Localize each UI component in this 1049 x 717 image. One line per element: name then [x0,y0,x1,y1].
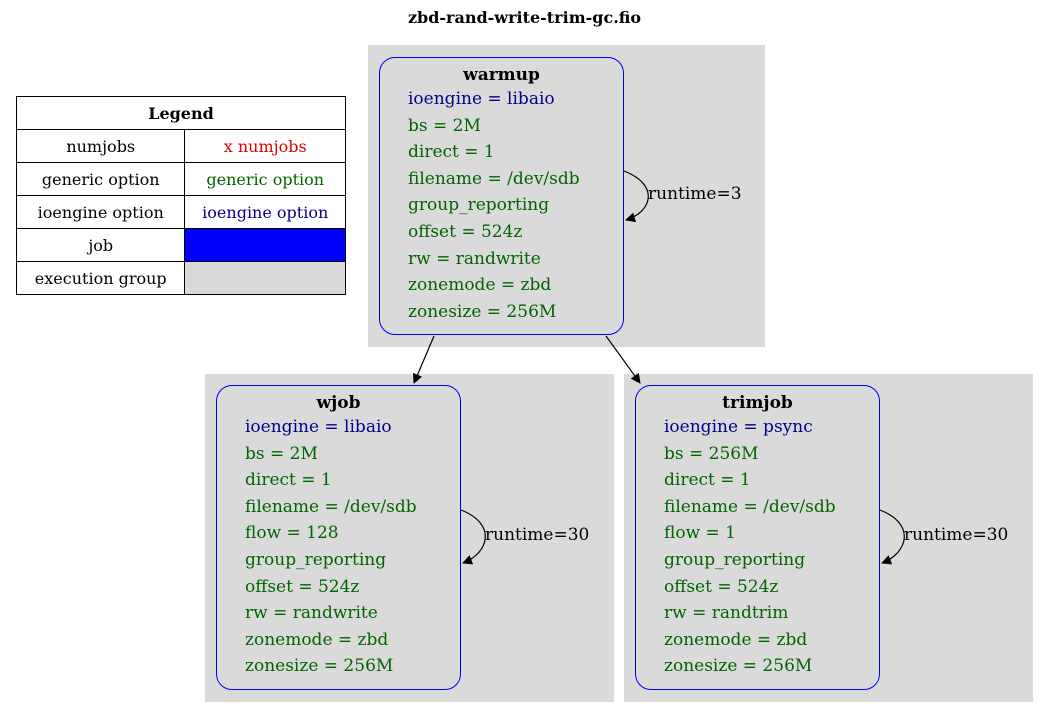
job-option: zonemode = zbd [245,629,389,650]
legend-sample-generic: generic option [184,162,346,196]
job-option: zonesize = 256M [245,656,394,677]
job-ioengine: ioengine = libaio [245,417,392,437]
job-option: bs = 256M [664,443,759,464]
job-name: trimjob [722,393,793,413]
job-name: wjob [316,393,361,413]
diagram-title: zbd-rand-write-trim-gc.fio [407,8,642,27]
job-option: group_reporting [408,195,550,216]
runtime-label-trimjob: runtime=30 [904,525,1009,545]
legend-row: generic option generic option [15,162,346,196]
job-option: filename = /dev/sdb [408,168,580,189]
legend-sample-numjobs: x numjobs [184,129,346,163]
job-option: offset = 524z [408,221,523,242]
legend-swatch-execution-group [184,261,346,295]
job-option: zonesize = 256M [408,301,557,322]
job-option: direct = 1 [408,142,495,163]
job-option: rw = randwrite [245,603,378,624]
job-option: zonemode = zbd [664,629,808,650]
job-option: group_reporting [664,549,806,570]
job-option: direct = 1 [245,470,332,491]
legend-row: ioengine option ioengine option [15,195,346,229]
job-node-wjob[interactable]: wjob ioengine = libaio bs = 2M direct = … [216,385,461,690]
legend-row: numjobs x numjobs [15,129,346,163]
job-option: bs = 2M [245,443,318,464]
legend-label-execution-group: execution group [15,261,186,295]
job-option: rw = randtrim [664,603,789,624]
job-node-warmup[interactable]: warmup ioengine = libaio bs = 2M direct … [379,57,624,335]
legend-label-ioengine: ioengine option [15,195,186,229]
job-ioengine: ioengine = libaio [408,89,555,109]
job-option: zonemode = zbd [408,275,552,296]
legend-sample-ioengine: ioengine option [184,195,346,229]
legend-label-generic: generic option [15,162,186,196]
job-option: zonesize = 256M [664,656,813,677]
runtime-label-wjob: runtime=30 [485,525,590,545]
job-name: warmup [463,65,540,85]
job-option: group_reporting [245,549,387,570]
job-option: flow = 128 [245,523,339,544]
legend-row: execution group [15,261,346,295]
legend-swatch-job [184,228,346,262]
job-option: filename = /dev/sdb [245,496,417,517]
job-option: filename = /dev/sdb [664,496,836,517]
legend-table: Legend numjobs x numjobs generic option … [15,96,346,295]
job-option: offset = 524z [245,576,360,597]
job-option: offset = 524z [664,576,779,597]
job-option: direct = 1 [664,470,751,491]
job-ioengine: ioengine = psync [664,417,813,437]
job-option: flow = 1 [664,523,736,544]
job-option: bs = 2M [408,115,481,136]
execution-group-warmup [368,45,765,347]
job-option: rw = randwrite [408,248,541,269]
legend-label-job: job [15,228,186,262]
job-node-trimjob[interactable]: trimjob ioengine = psync bs = 256M direc… [635,385,880,690]
legend-label-numjobs: numjobs [15,129,186,163]
legend-header: Legend [16,96,346,130]
execution-group-wjob [205,374,614,702]
execution-group-trimjob [624,374,1033,702]
runtime-label-warmup: runtime=3 [648,184,742,204]
legend-row: job [15,228,346,262]
